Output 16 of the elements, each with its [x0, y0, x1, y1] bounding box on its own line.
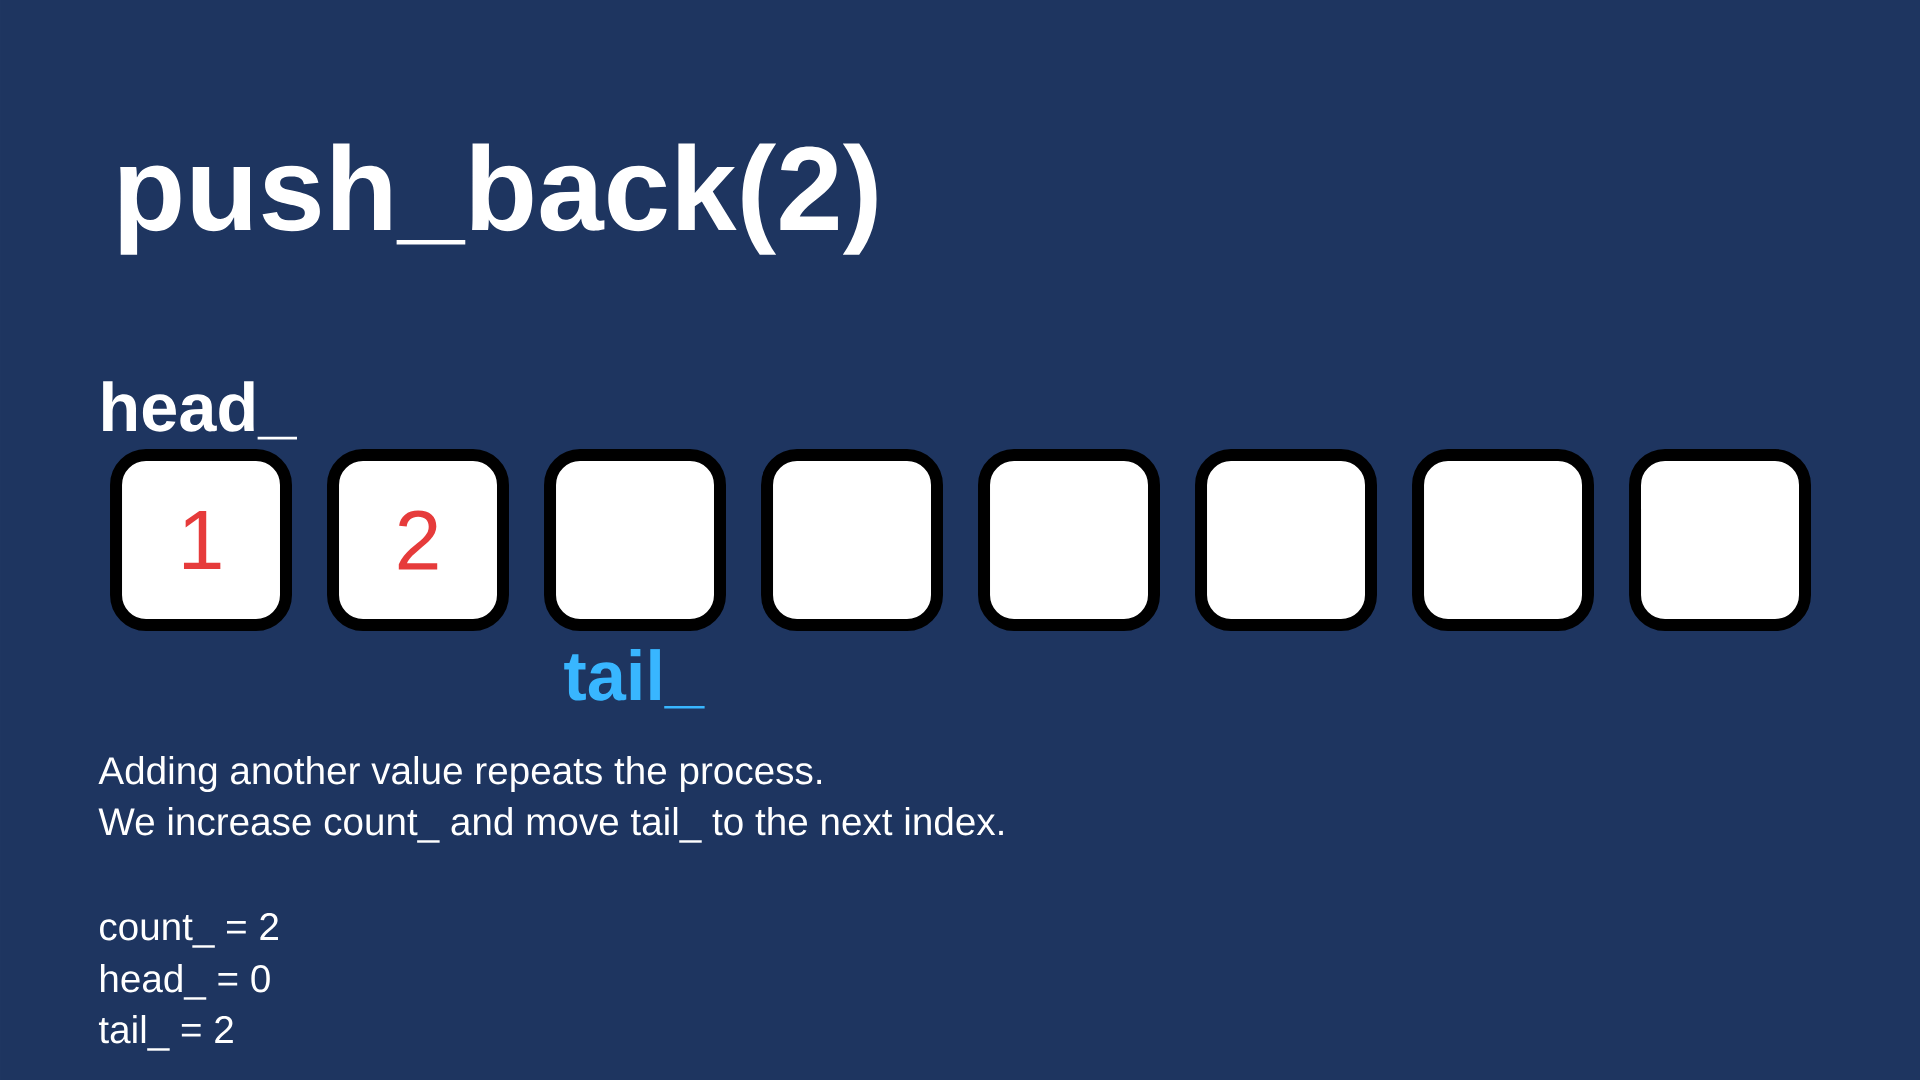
title: push_back(2) [120, 143, 877, 255]
array-cell [761, 449, 943, 631]
array-cell [544, 449, 726, 631]
array-cell [978, 449, 1160, 631]
array-cell: 1 [110, 449, 292, 631]
array-cell [1412, 449, 1594, 631]
pointer-label: head_ [103, 381, 297, 440]
pointer-label: tail_ [564, 649, 705, 709]
description-text: Adding another value repeats the process. [98, 756, 821, 793]
array-cell: 2 [327, 449, 509, 631]
description-text: We increase count_ and move tail_ to the next index. [98, 807, 1003, 843]
array-cell [1629, 449, 1811, 631]
state-text: head_ = 0 [101, 964, 270, 1000]
state-text: count_ = 2 [100, 913, 278, 948]
array-cell [1195, 449, 1377, 631]
state-text: tail_ = 2 [98, 1015, 233, 1051]
